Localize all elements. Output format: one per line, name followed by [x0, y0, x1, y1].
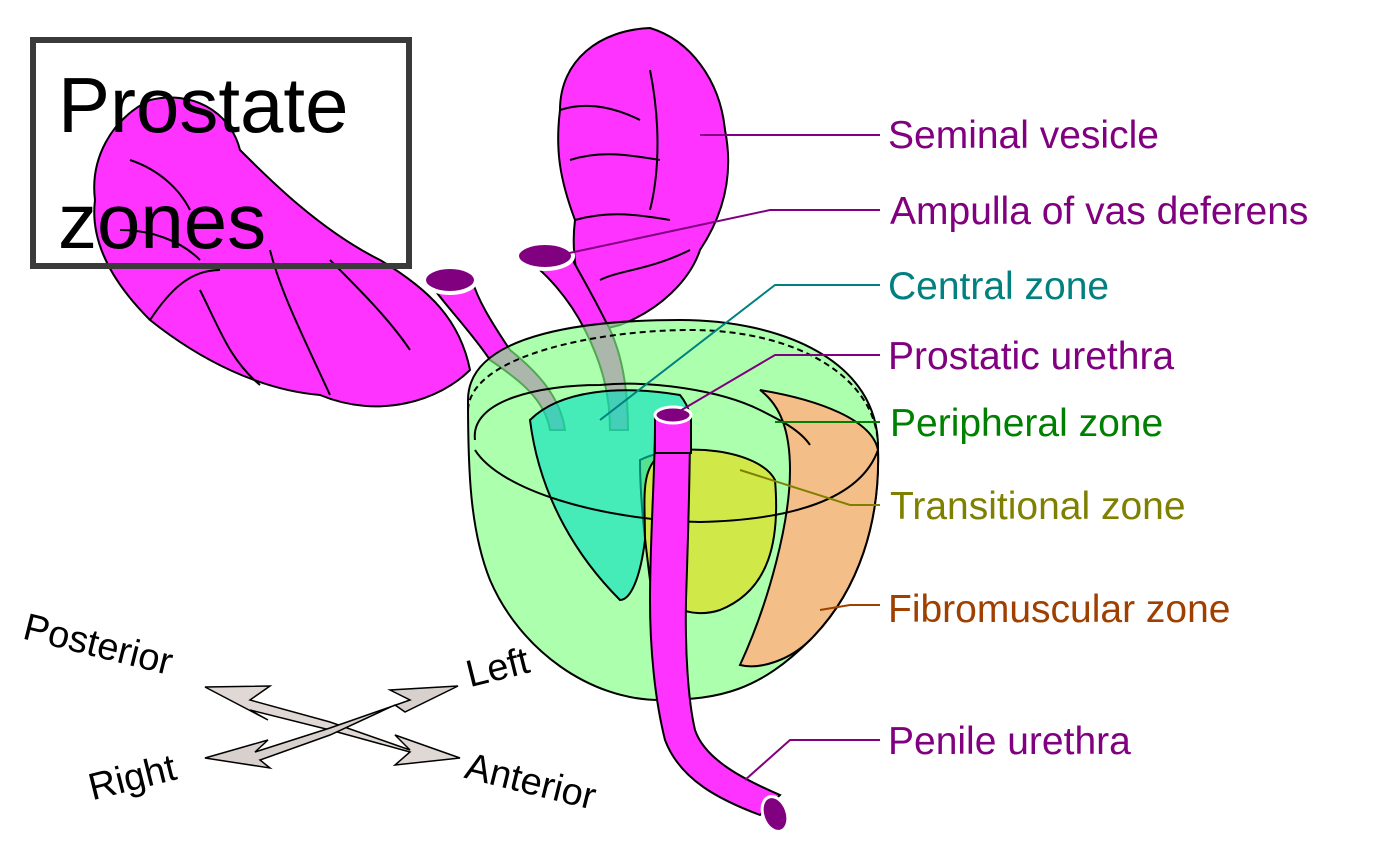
penile-urethra-opening: [760, 795, 790, 833]
right-seminal-vesicle: [557, 26, 730, 332]
left-seminal-vesicle-folds: [119, 159, 411, 396]
title-line-2: zones: [58, 177, 267, 265]
title-box: [30, 37, 412, 269]
right-vas-opening: [515, 241, 575, 271]
prostate-cut-surface: [474, 449, 879, 524]
leader-transitional-zone: [739, 469, 880, 506]
prostate-top-outline: [467, 328, 880, 451]
left-seminal-vesicle: [93, 96, 472, 408]
label-ampulla: Ampulla of vas deferens: [890, 190, 1309, 233]
central-zone: [528, 389, 692, 602]
label-fibromuscular-zone: Fibromuscular zone: [888, 588, 1231, 631]
leader-penile-urethra: [744, 739, 880, 781]
label-penile-urethra: Penile urethra: [888, 720, 1131, 763]
fibromuscular-zone: [738, 389, 880, 668]
label-prostatic-urethra: Prostatic urethra: [888, 335, 1175, 378]
right-seminal-vesicle-folds: [559, 69, 691, 281]
orientation-arrows: [204, 685, 461, 770]
arrow-right-left: [204, 685, 459, 770]
title-line-1: Prostate: [58, 61, 349, 149]
label-seminal-vesicle: Seminal vesicle: [888, 114, 1159, 157]
left-vas-opening: [422, 265, 478, 295]
label-peripheral-zone: Peripheral zone: [890, 402, 1164, 445]
arrow-posterior-anterior: [204, 685, 461, 767]
label-central-zone: Central zone: [888, 265, 1110, 308]
leader-central-zone: [599, 284, 880, 421]
peripheral-inner-ring: [473, 382, 811, 446]
leader-ampulla: [559, 209, 880, 256]
label-transitional-zone: Transitional zone: [890, 485, 1186, 528]
leader-fibromuscular-zone: [819, 604, 880, 611]
leader-prostatic-urethra: [672, 354, 880, 416]
